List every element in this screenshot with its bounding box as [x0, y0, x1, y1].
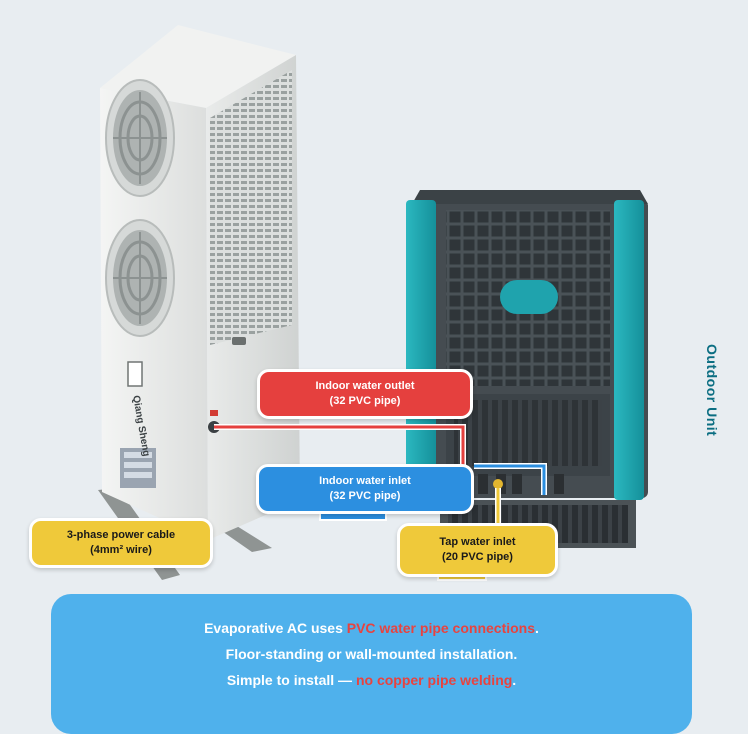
- tower-warning-sticker: [210, 410, 218, 416]
- info-line-1-highlight: PVC water pipe connections: [346, 620, 536, 636]
- callout-tap-water-inlet: Tap water inlet (20 PVC pipe): [397, 523, 558, 577]
- callout-indoor-water-outlet-title: Indoor water outlet: [315, 380, 415, 392]
- box-teal-side-left: [406, 200, 436, 500]
- info-line-2: Floor-standing or wall-mounted installat…: [225, 646, 518, 662]
- outdoor-unit-label: Outdoor Unit: [704, 343, 720, 437]
- info-line-1-text: Evaporative AC uses: [204, 620, 347, 636]
- callout-indoor-water-inlet-spec: (32 PVC pipe): [329, 490, 401, 502]
- tower-handle: [232, 337, 246, 345]
- info-line-1-end: .: [535, 620, 539, 636]
- callout-indoor-water-outlet-spec: (32 PVC pipe): [329, 395, 401, 407]
- callout-power-cable-title: 3-phase power cable: [66, 529, 176, 541]
- box-teal-badge: [500, 280, 558, 314]
- callout-indoor-water-inlet: Indoor water inlet (32 PVC pipe): [256, 464, 474, 514]
- callout-power-cable-spec: (4mm² wire): [90, 544, 152, 556]
- fan-top: [105, 79, 175, 197]
- info-line-1: Evaporative AC uses PVC water pipe conne…: [51, 615, 692, 641]
- tower-display: [127, 361, 143, 387]
- tower-louvre-panel: [210, 70, 292, 345]
- callout-tap-water-inlet-title: Tap water inlet: [439, 536, 516, 548]
- info-line-3-end: .: [512, 672, 517, 688]
- info-panel: Evaporative AC uses PVC water pipe conne…: [51, 594, 692, 734]
- callout-indoor-water-inlet-title: Indoor water inlet: [319, 475, 411, 487]
- box-teal-side-right: [614, 200, 644, 500]
- callout-tap-water-inlet-spec: (20 PVC pipe): [442, 551, 513, 563]
- info-line-3-highlight: no copper pipe welding: [355, 672, 513, 688]
- inlet-pipe: [474, 464, 546, 495]
- fan-bottom: [105, 219, 175, 337]
- callout-indoor-water-outlet: Indoor water outlet (32 PVC pipe): [257, 369, 473, 419]
- info-line-3-text: Simple to install —: [226, 672, 356, 688]
- info-line-3: Simple to install — no copper pipe weldi…: [51, 667, 692, 693]
- callout-power-cable: 3-phase power cable (4mm² wire): [29, 518, 213, 568]
- box-tap-inlet-port: [493, 479, 503, 489]
